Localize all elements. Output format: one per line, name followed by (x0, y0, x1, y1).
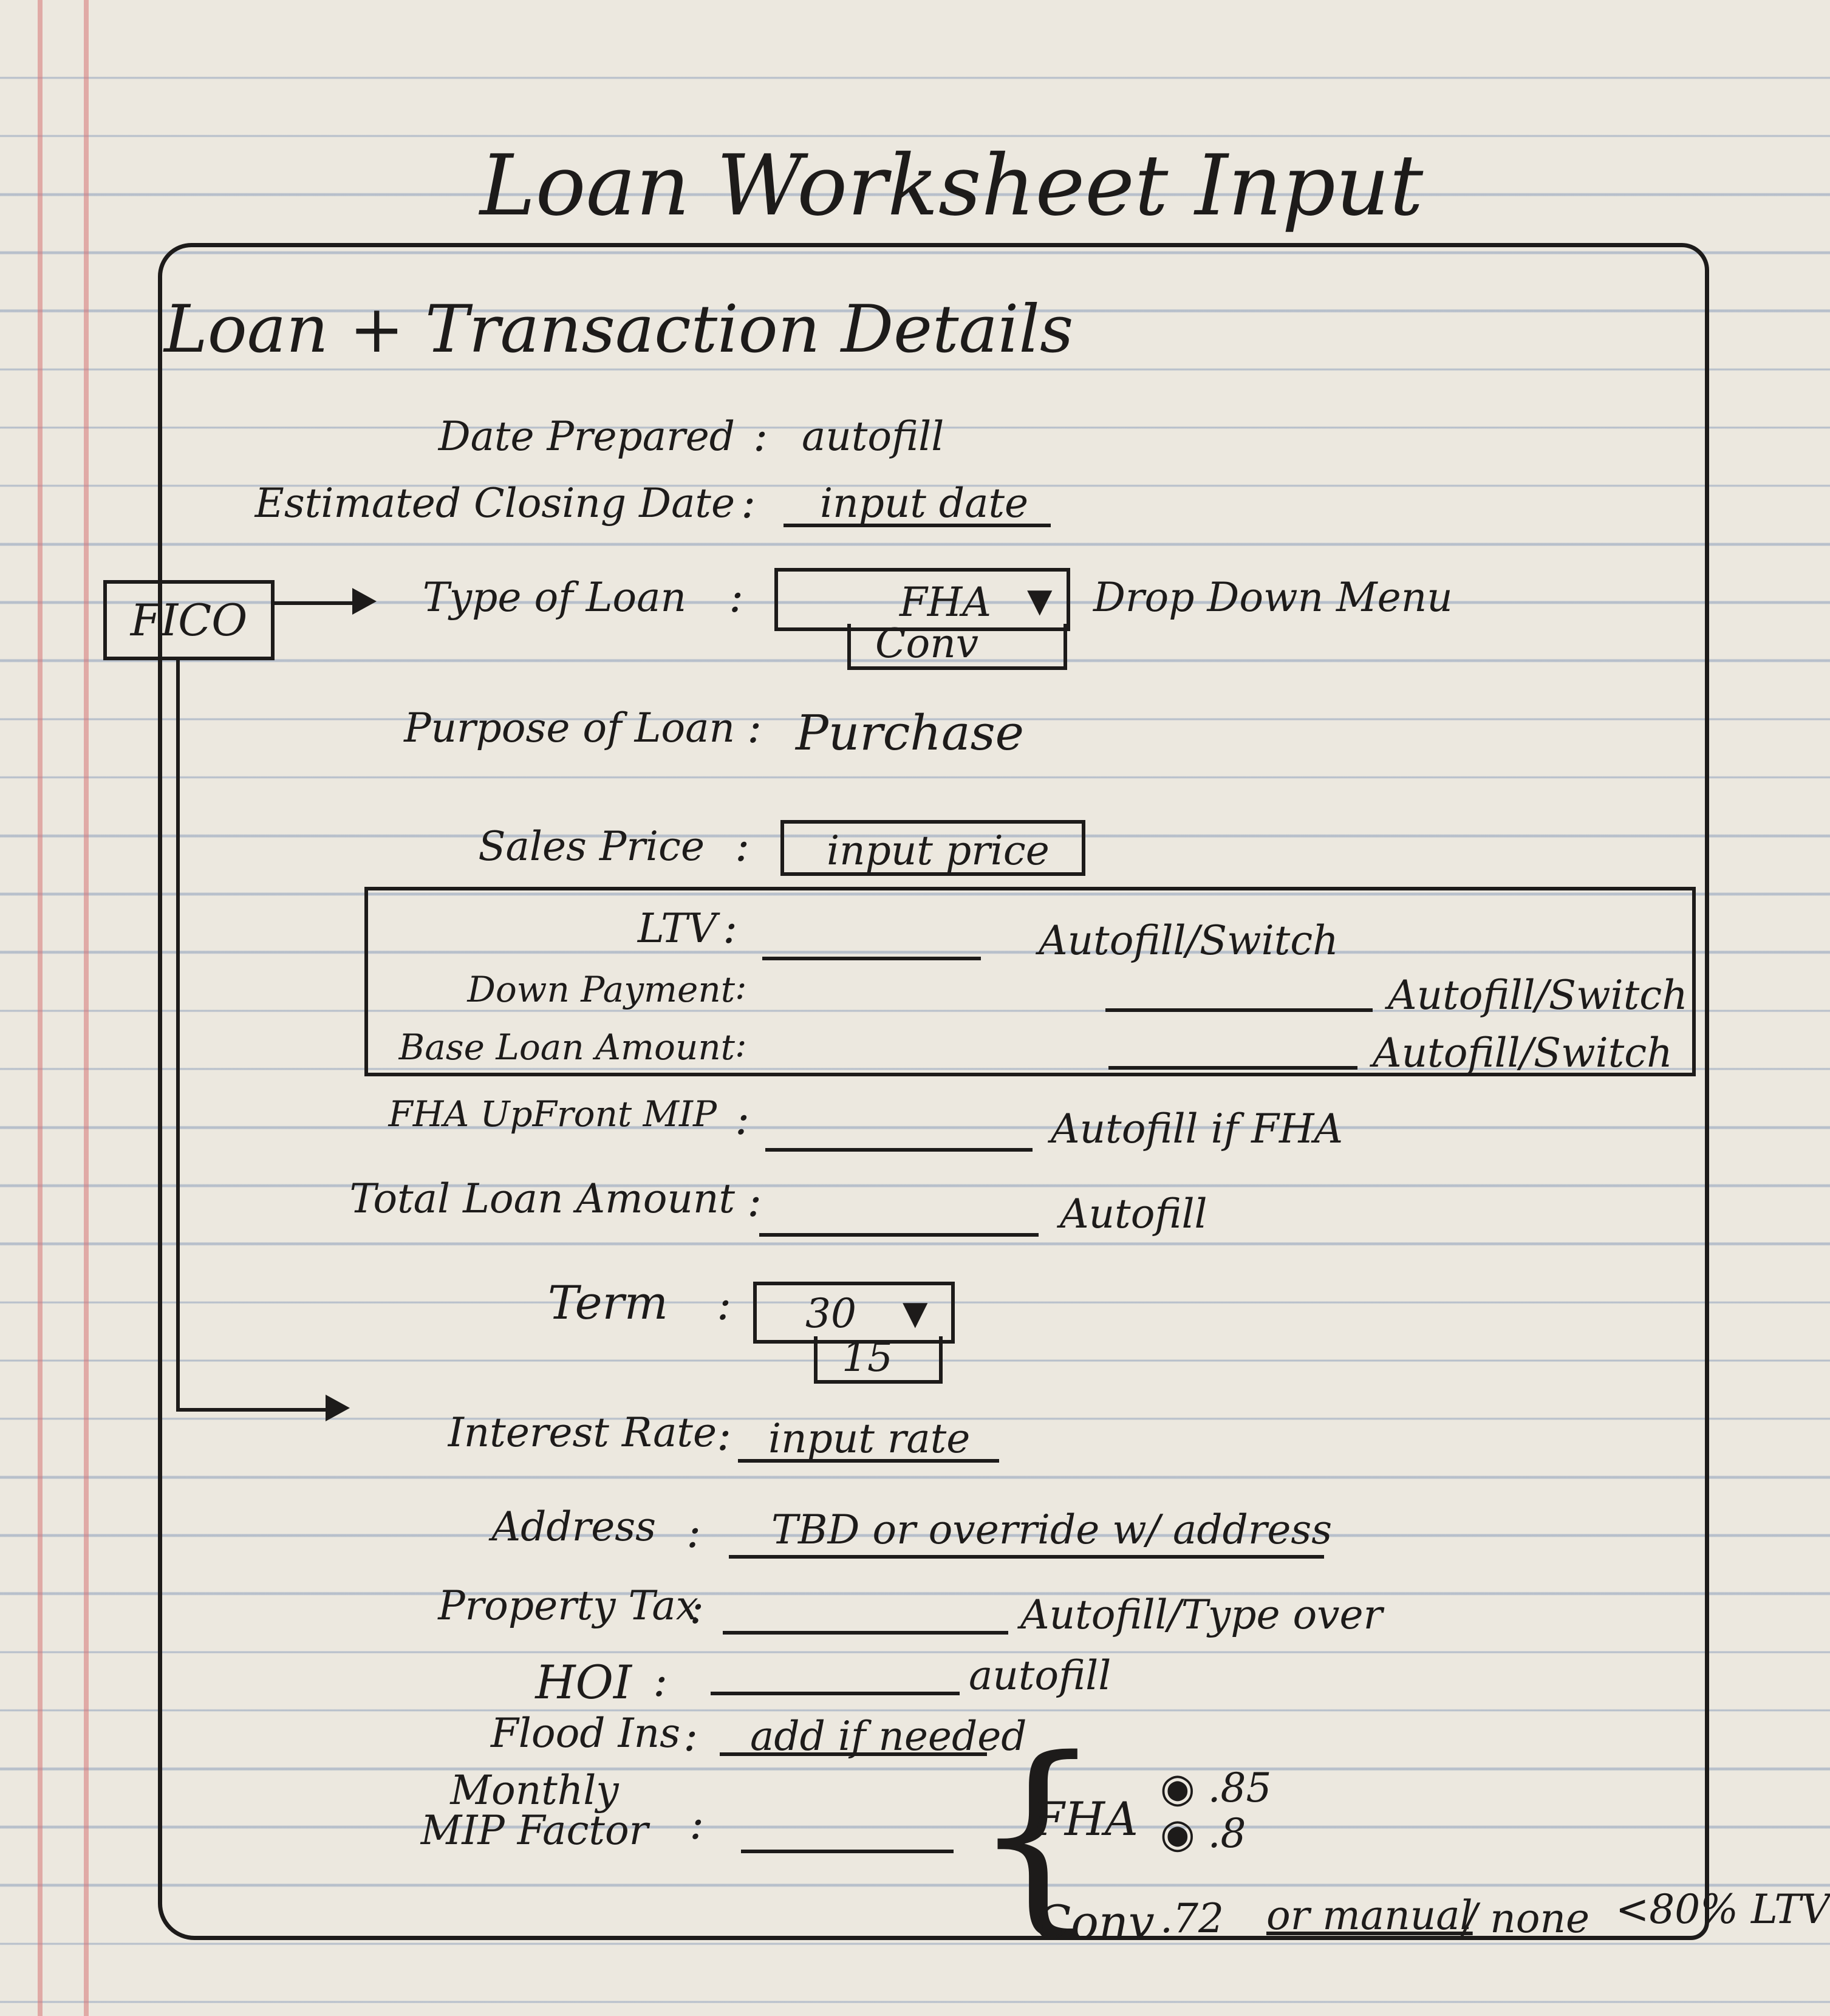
loan-type-label: Type of Loan (422, 574, 686, 621)
mip-fha-radio-2[interactable]: ◉ .8 (1160, 1810, 1246, 1857)
dropdown-arrow-icon[interactable]: ▼ (903, 1294, 928, 1332)
date-prepared-colon: : (753, 410, 768, 461)
base-loan-colon: : (735, 1023, 747, 1065)
interest-rate-label: Interest Rate (448, 1409, 717, 1456)
term-option-15[interactable]: 15 (842, 1334, 893, 1381)
interest-rate-colon: : (717, 1409, 732, 1460)
base-loan-input[interactable] (1108, 1066, 1357, 1070)
term-selected: 30 (805, 1290, 856, 1337)
mip-options-brace: { (972, 1714, 1104, 1955)
hoi-note: autofill (969, 1652, 1111, 1699)
section-heading: Loan + Transaction Details (164, 292, 1074, 367)
down-payment-colon: : (735, 966, 747, 1007)
form-frame (158, 243, 1709, 1940)
purpose-colon: : (747, 702, 762, 753)
hoi-label: HOI (535, 1655, 632, 1709)
date-prepared-value: autofill (802, 413, 944, 460)
ltv-colon: : (723, 902, 738, 953)
mip-fha-radio-1[interactable]: ◉ .85 (1160, 1765, 1272, 1811)
closing-date-colon: : (741, 477, 756, 528)
monthly-mip-colon: : (689, 1798, 705, 1849)
fha-mip-note: Autofill if FHA (1051, 1105, 1343, 1152)
date-prepared-label: Date Prepared (438, 413, 735, 460)
loan-type-selected: FHA (900, 579, 992, 626)
loan-type-option-list: Conv (847, 620, 1067, 670)
mip-conv-manual-input[interactable]: or manual (1266, 1892, 1473, 1939)
sales-price-input[interactable]: input price (780, 820, 1085, 876)
sales-price-colon: : (735, 820, 750, 871)
closing-date-input[interactable]: input date (820, 480, 1029, 527)
loan-type-colon: : (729, 571, 744, 622)
down-payment-note: Autofill/Switch (1388, 972, 1688, 1019)
property-tax-label: Property Tax (438, 1582, 698, 1629)
property-tax-note: Autofill/Type over (1020, 1591, 1383, 1638)
dropdown-arrow-icon[interactable]: ▼ (1027, 581, 1053, 620)
term-option-list: 15 (814, 1334, 943, 1384)
term-label: Term (547, 1276, 668, 1330)
interest-rate-input[interactable]: input rate (768, 1415, 971, 1462)
fico-box: FICO (103, 580, 275, 660)
mip-conv-ltv-note: <80% LTV (1616, 1886, 1830, 1933)
total-loan-input[interactable] (759, 1233, 1039, 1237)
purpose-value: Purchase (796, 705, 1025, 761)
total-loan-label: Total Loan Amount (349, 1175, 735, 1222)
fico-arrow-to-rate (176, 1408, 328, 1412)
monthly-mip-input[interactable] (741, 1850, 954, 1853)
fha-mip-colon: : (735, 1093, 750, 1144)
fha-mip-input[interactable] (765, 1148, 1033, 1152)
monthly-mip-label: Monthly MIP Factor (420, 1767, 649, 1854)
hoi-input[interactable] (711, 1692, 960, 1695)
property-tax-input[interactable] (723, 1631, 1008, 1635)
loan-type-note: Drop Down Menu (1093, 574, 1453, 621)
mip-conv-label: Conv (1036, 1895, 1155, 1949)
mip-fha-label: FHA (1033, 1792, 1138, 1846)
base-loan-label: Base Loan Amount (398, 1027, 735, 1068)
fico-arrow-to-loan-type (271, 601, 356, 605)
fico-arrowhead-top (352, 588, 377, 615)
down-payment-label: Down Payment (467, 969, 735, 1010)
flood-ins-label: Flood Ins (490, 1710, 680, 1757)
address-colon: : (686, 1506, 702, 1557)
page-title: Loan Worksheet Input (480, 137, 1424, 234)
address-underline (729, 1555, 1324, 1559)
total-loan-colon: : (747, 1175, 762, 1226)
ltv-input[interactable] (762, 957, 981, 960)
flood-ins-input[interactable]: add if needed (750, 1713, 1027, 1760)
term-colon: : (717, 1279, 732, 1330)
loan-type-option-conv[interactable]: Conv (875, 620, 979, 667)
loan-type-select[interactable]: FHA ▼ (774, 568, 1070, 631)
fha-mip-label: FHA UpFront MIP (388, 1093, 717, 1135)
term-select[interactable]: 30 ▼ (753, 1282, 955, 1344)
closing-date-label: Estimated Closing Date (254, 480, 735, 527)
flood-ins-underline (720, 1752, 987, 1756)
base-loan-note: Autofill/Switch (1373, 1030, 1673, 1076)
ltv-note: Autofill/Switch (1039, 917, 1339, 964)
down-payment-input[interactable] (1105, 1008, 1373, 1012)
ltv-label: LTV (637, 905, 717, 952)
mip-conv-value: .72 (1160, 1895, 1224, 1942)
mip-conv-none-option[interactable]: / none (1464, 1895, 1590, 1942)
ltv-group-box (364, 887, 1696, 1076)
closing-date-underline (784, 524, 1051, 527)
mip-fha-value-1: .85 (1207, 1765, 1272, 1811)
address-label: Address (491, 1503, 656, 1550)
sales-price-label: Sales Price (478, 823, 705, 870)
interest-rate-underline (738, 1459, 999, 1463)
fico-arrowhead-bottom (326, 1395, 350, 1421)
property-tax-colon: : (689, 1582, 705, 1633)
hoi-colon: : (653, 1655, 668, 1706)
flood-ins-colon: : (683, 1710, 698, 1761)
address-input[interactable]: TBD or override w/ address (771, 1506, 1333, 1553)
fico-connector-line (176, 657, 180, 1410)
mip-fha-value-2: .8 (1207, 1810, 1246, 1857)
purpose-label: Purpose of Loan (404, 705, 735, 751)
total-loan-note: Autofill (1060, 1191, 1207, 1237)
sales-price-placeholder: input price (827, 827, 1050, 874)
